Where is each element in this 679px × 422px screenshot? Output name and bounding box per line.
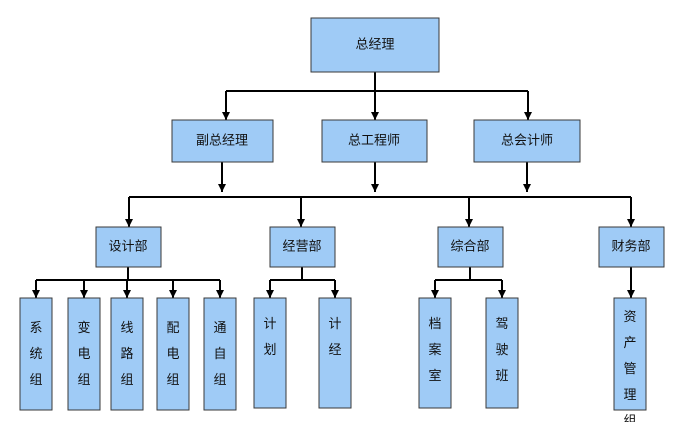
system-group-node: 系统组 (19, 297, 53, 411)
substation-group-arrow (80, 290, 88, 298)
chief-engineer-arrow (371, 112, 379, 120)
driving-team-arrow (498, 290, 506, 298)
finance-dept-arrow (627, 219, 635, 227)
automation-group-arrow (216, 290, 224, 298)
chief-engineer-out-arrow (371, 184, 379, 192)
chief-accountant-arrow (524, 112, 532, 120)
distribution-group-arrow (169, 290, 177, 298)
system-group-arrow (32, 290, 40, 298)
finance-dept-node: 财务部 (598, 226, 665, 268)
economics-team-arrow (331, 290, 339, 298)
economics-team-node: 计经 (318, 297, 352, 409)
planning-team-label: 计划 (263, 317, 276, 358)
archives-room-arrow (431, 290, 439, 298)
design-dept-arrow (125, 219, 133, 227)
line-group-arrow (123, 290, 131, 298)
vice-gm-node: 副总经理 (171, 119, 274, 163)
archives-room-node: 档案室 (418, 297, 452, 409)
substation-group-node: 变电组 (67, 297, 101, 411)
line-group-label: 线路组 (120, 321, 133, 388)
operations-dept-label: 经营部 (282, 240, 321, 255)
finance-dept-label: 财务部 (611, 239, 650, 255)
chief-accountant-node: 总会计师 (473, 119, 581, 163)
automation-group-node: 通自组 (203, 297, 237, 411)
vice-gm-arrow (222, 112, 230, 120)
archives-room-label: 档案室 (428, 317, 441, 384)
chief-accountant-out-arrow (523, 184, 531, 192)
general-dept-arrow (465, 219, 473, 227)
planning-team-arrow (266, 290, 274, 298)
operations-dept-node: 经营部 (269, 226, 336, 268)
asset-management-group-node: 资产管理组 (613, 297, 647, 422)
substation-group-label: 变电组 (77, 320, 90, 388)
vice-gm-label: 副总经理 (196, 134, 248, 149)
asset-management-group-arrow (627, 290, 635, 298)
asset-management-group-label: 资产管理组 (623, 310, 636, 422)
chief-accountant-label: 总会计师 (501, 134, 553, 149)
general-dept-label: 综合部 (450, 240, 489, 255)
design-dept-label: 设计部 (108, 240, 147, 255)
driving-team-label: 驾驶班 (495, 317, 508, 384)
operations-dept-arrow (297, 219, 305, 227)
planning-team-node: 计划 (253, 297, 287, 409)
ceo-node: 总经理 (310, 17, 440, 73)
distribution-group-label: 配电组 (166, 321, 179, 388)
vice-gm-out-arrow (218, 184, 226, 192)
driving-team-node: 驾驶班 (485, 297, 519, 409)
node-layer: 总经理 副总经理 总工程师 总会计师 设计部 经营部 综合部 财 (19, 17, 665, 422)
distribution-group-node: 配电组 (156, 297, 190, 411)
connector-lines (32, 72, 635, 298)
ceo-label: 总经理 (355, 38, 394, 53)
system-group-label: 系统组 (29, 321, 42, 388)
chief-engineer-label: 总工程师 (348, 134, 400, 149)
general-dept-node: 综合部 (437, 226, 504, 268)
design-dept-node: 设计部 (95, 226, 162, 268)
automation-group-label: 通自组 (213, 321, 226, 388)
chief-engineer-node: 总工程师 (321, 119, 428, 163)
line-group-node: 线路组 (110, 297, 144, 411)
economics-team-label: 计经 (328, 317, 341, 358)
